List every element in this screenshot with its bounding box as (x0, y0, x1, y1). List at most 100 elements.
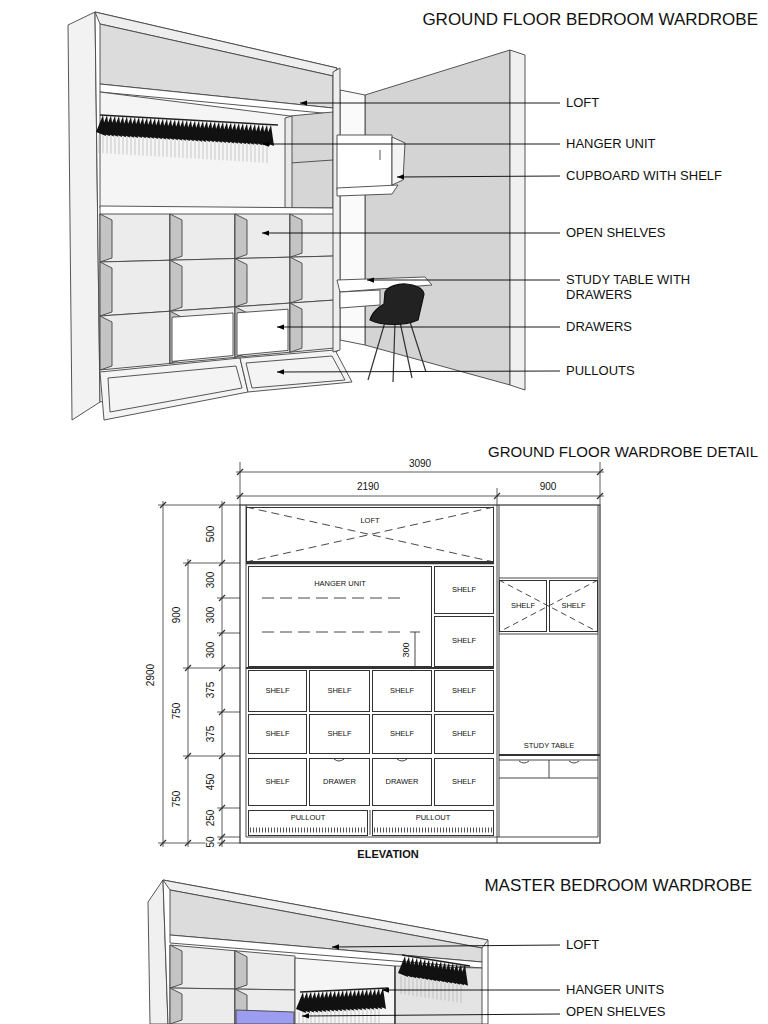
hanger-symbol (96, 115, 274, 163)
chair (410, 322, 426, 372)
hanger-symbol (255, 144, 256, 162)
callout-label: CUPBOARD WITH SHELF (566, 169, 722, 184)
cupboard-shelf (337, 185, 398, 196)
column-back (290, 112, 333, 208)
elevation-drawing (519, 761, 579, 763)
compartment-box: SHELF (372, 714, 432, 754)
hanger-back (295, 958, 395, 1024)
elevation-drawing (240, 505, 600, 843)
elevation-drawing (262, 632, 400, 633)
dimension-line (163, 501, 164, 847)
hanger-symbol (461, 985, 462, 1003)
hanger-symbol (379, 1008, 380, 1024)
hanger-symbol (135, 137, 136, 155)
open-shelf (100, 260, 170, 316)
side-panel (68, 12, 100, 420)
hanger-symbol (299, 1012, 300, 1024)
elevation-drawing (334, 759, 407, 761)
compartment-box: SHELF (549, 580, 598, 632)
hanger-symbol (335, 1010, 336, 1024)
leader-line (262, 144, 560, 145)
compartment-box: SHELF (372, 670, 432, 712)
hanger-symbol (331, 1010, 332, 1024)
section-heading: MASTER BEDROOM WARDROBE (484, 876, 752, 896)
open-shelf (170, 214, 235, 260)
dimension-line (158, 843, 240, 844)
hanger-symbol (183, 140, 184, 158)
hanger-symbol (347, 1010, 348, 1024)
hanger-symbol (376, 988, 386, 1009)
elevation-drawing (246, 667, 494, 669)
hanger-symbol (235, 143, 236, 161)
open-shelf (235, 257, 290, 307)
hanger-symbol (123, 136, 124, 154)
elevation-drawing (499, 634, 598, 635)
compartment-box: SHELF (434, 714, 494, 754)
hanger-symbol (267, 145, 268, 163)
dimension-tick (185, 560, 191, 566)
leader-line (382, 990, 560, 991)
callout-label: LOFT (566, 96, 599, 111)
elevation-drawing (240, 505, 600, 843)
blue-item (236, 1010, 294, 1024)
hanger-symbol (323, 1011, 324, 1024)
elevation-drawing (246, 837, 598, 838)
open-shelf (100, 214, 335, 370)
hanger-symbol (307, 1012, 308, 1024)
open-shelf (235, 989, 295, 1024)
hanger-symbol (371, 1008, 372, 1024)
hanger-symbol (199, 141, 200, 159)
compartment-box: SHELF (248, 670, 307, 712)
compartment-box: HANGER UNIT (248, 566, 432, 667)
compartment-box: LOFT (246, 507, 494, 562)
hanger-symbol (449, 983, 450, 1001)
hanger-symbol (319, 1011, 320, 1024)
dimension: 300 (205, 571, 217, 590)
compartment-label: SHELF (451, 586, 477, 594)
dimension: 300 (401, 641, 411, 658)
wall-edge (510, 50, 525, 390)
compartment-label: SHELF (510, 602, 536, 610)
hanger-symbol (163, 139, 164, 157)
hanger-symbol (303, 1012, 304, 1024)
hanger-symbol (315, 1011, 316, 1024)
compartment-box: SHELF (309, 714, 370, 754)
dimension-tick (160, 840, 166, 846)
dimension-line (183, 563, 240, 564)
compartment-label: PULLOUT (290, 814, 327, 822)
pullout (100, 358, 248, 420)
leader-line (300, 103, 560, 104)
callout-label: DRAWERS (566, 320, 632, 335)
elevation-drawing (415, 632, 416, 667)
hanger-symbol (127, 137, 128, 155)
dimension: 375 (205, 725, 217, 744)
open-shelf (100, 214, 112, 262)
dimension-tick (494, 493, 500, 499)
open-shelf (235, 303, 290, 357)
compartment-label: HANGER UNIT (313, 580, 367, 588)
compartment-label: SHELF (389, 730, 415, 738)
elevation-drawing (410, 632, 420, 633)
compartment-box: SHELF (434, 616, 494, 667)
hanger-symbol (243, 143, 244, 161)
leader-line (262, 233, 560, 234)
dimension-tick (597, 493, 603, 499)
wardrobe-illustration (68, 12, 525, 420)
callout-label: HANGER UNIT (566, 137, 656, 152)
hanger-symbol (359, 1009, 360, 1024)
dimension-tick (219, 502, 225, 508)
compartment-box: SHELF (434, 670, 494, 712)
dimension-line (236, 472, 604, 473)
open-shelf (290, 214, 335, 257)
elevation-drawing (499, 578, 598, 579)
compartment-label: SHELF (389, 687, 415, 695)
elevation-drawing (497, 505, 498, 843)
hanger-symbol (187, 140, 188, 158)
open-shelf (235, 951, 295, 990)
hanger-symbol (401, 976, 402, 994)
dimension: 2190 (356, 481, 380, 493)
dimension: 900 (171, 606, 183, 625)
hanger-symbol (99, 135, 100, 153)
compartment-box: SHELF (434, 758, 494, 806)
hanger-symbol (351, 1009, 352, 1024)
